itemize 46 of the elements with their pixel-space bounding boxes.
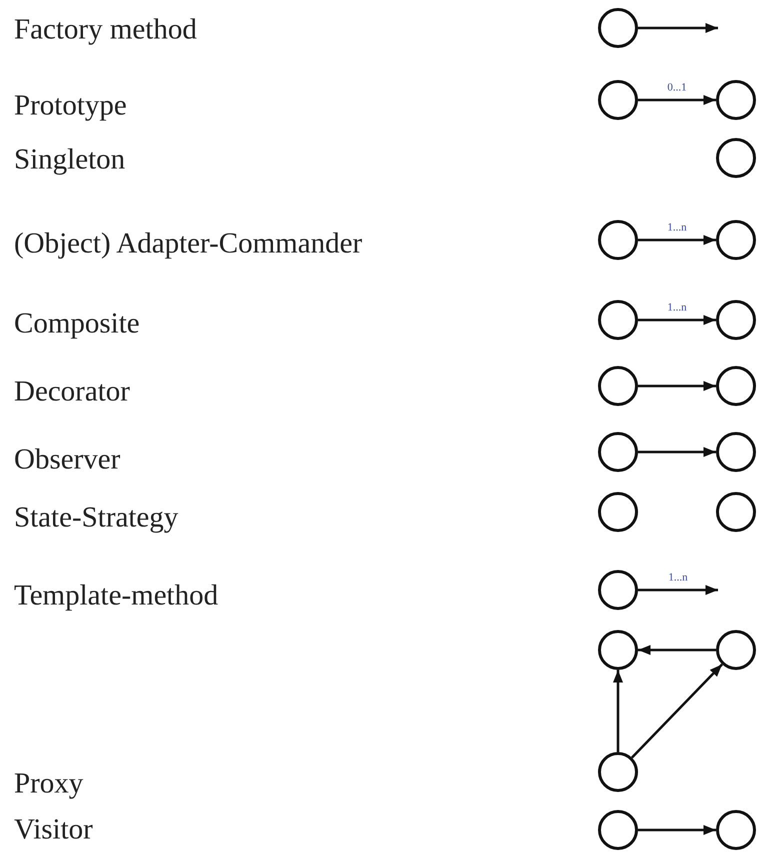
circle-node xyxy=(598,220,638,260)
circle-node xyxy=(598,366,638,406)
arrow xyxy=(638,381,716,391)
circle-node xyxy=(716,220,756,260)
pattern-name: Factory method xyxy=(14,14,197,46)
arrow xyxy=(638,95,716,105)
circle-node xyxy=(598,300,638,340)
arrow xyxy=(638,23,718,33)
circle-node xyxy=(598,630,638,670)
pattern-name: Visitor xyxy=(14,814,93,846)
circle-node xyxy=(716,80,756,120)
circle-node xyxy=(716,630,756,670)
circle-node xyxy=(598,80,638,120)
circle-node xyxy=(598,570,638,610)
pattern-name: Template-method xyxy=(14,580,218,612)
circle-node xyxy=(716,810,756,850)
arrow xyxy=(638,645,716,655)
pattern-name: Observer xyxy=(14,444,120,476)
circle-node xyxy=(716,366,756,406)
pattern-name: Proxy xyxy=(14,768,84,800)
arrow xyxy=(638,825,716,835)
circle-node xyxy=(598,492,638,532)
pattern-name: Singleton xyxy=(14,144,126,176)
edge-label: 1...n xyxy=(667,572,689,584)
arrow xyxy=(638,447,716,457)
circle-node xyxy=(598,432,638,472)
pattern-name: State-Strategy xyxy=(14,502,178,534)
pattern-name: Decorator xyxy=(14,376,130,408)
circle-node xyxy=(598,752,638,792)
arrow xyxy=(638,235,716,245)
arrow xyxy=(631,664,723,758)
edge-label: 1...n xyxy=(666,302,688,314)
circle-node xyxy=(598,8,638,48)
circle-node xyxy=(716,492,756,532)
pattern-name: (Object) Adapter-Commander xyxy=(14,228,362,260)
circle-node xyxy=(598,810,638,850)
arrow xyxy=(638,315,716,325)
pattern-name: Composite xyxy=(14,308,140,340)
circle-node xyxy=(716,432,756,472)
circle-node xyxy=(716,138,756,178)
edge-label: 0...1 xyxy=(666,82,688,94)
circle-node xyxy=(716,300,756,340)
edge-label: 1...n xyxy=(666,222,688,234)
pattern-name: Prototype xyxy=(14,90,127,122)
arrow xyxy=(613,670,623,752)
arrow xyxy=(638,585,718,595)
